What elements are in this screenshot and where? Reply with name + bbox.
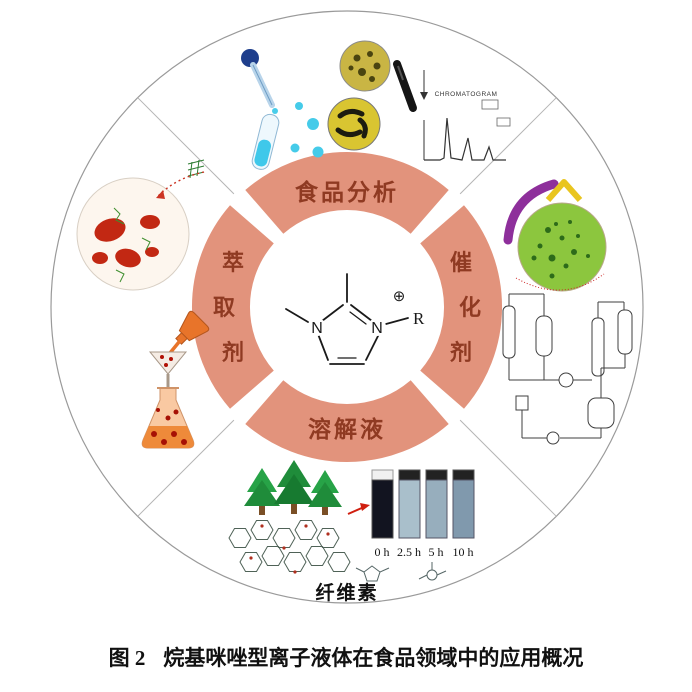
ring-segment-bottom: [245, 379, 449, 463]
chromatogram-title: CHROMATOGRAM: [435, 91, 498, 98]
food-analysis-illustration: CHROMATOGRAM: [241, 40, 511, 170]
yellow-band: [545, 179, 583, 202]
chromatogram-plot: CHROMATOGRAM: [423, 91, 511, 161]
ring-label-catalyst-char3: 剂: [450, 340, 472, 365]
test-tube-icon: [251, 113, 280, 170]
extraction-illustration: [76, 159, 210, 449]
atom-halo-left: [308, 318, 326, 336]
r-substituent-label: R: [413, 309, 425, 328]
catalyst-micrograph: [503, 179, 607, 292]
ring-label-catalyst-char2: 化: [459, 295, 481, 320]
chromatography-column-icon: [393, 60, 428, 112]
red-pointer-arrow: [347, 503, 370, 515]
r-group-bond: [385, 317, 409, 325]
extraction-micrograph: [76, 177, 190, 291]
purple-ribbon: [503, 179, 559, 245]
atom-halo-right: [368, 318, 386, 336]
methyl-bond-left: [285, 308, 309, 323]
erlenmeyer-flask-icon: [141, 387, 195, 449]
positive-charge-symbol: ⊕: [393, 288, 406, 305]
ring-label-solvent: 溶解液: [308, 416, 386, 442]
ring-label-extractant-char2: 取: [213, 295, 235, 320]
cellulose-lattice-dots: [249, 524, 330, 574]
nitrogen-atom-right: N: [371, 320, 383, 337]
cellulose-illustration: 0 h 2.5 h 5 h 10 h 纤维素: [228, 460, 475, 604]
ring-label-catalyst-char1: 催: [450, 250, 472, 275]
ring-label-extractant: 萃 取 剂: [213, 250, 244, 365]
small-molecule-structures: [355, 562, 447, 582]
dropper-icon: [241, 49, 278, 114]
quadrant-dividers: [137, 97, 557, 517]
time-label-0h: 0 h: [375, 545, 390, 559]
nitrogen-atom-left: N: [311, 320, 323, 337]
cellulose-sector-label: 纤维素: [315, 581, 378, 604]
ring-label-catalyst: 催 化 剂: [450, 250, 481, 365]
dashed-transfer-arrow: [156, 171, 205, 199]
micrograph-sample-2: [327, 97, 381, 151]
application-wheel-diagram: 食品分析 溶解液 萃 取 剂 催 化 剂 N N ⊕ R: [50, 10, 644, 604]
inner-ring: [191, 151, 503, 463]
micrograph-sample-1: [339, 40, 391, 92]
imidazolium-structure: [285, 273, 409, 365]
figure-caption: 图 2 烷基咪唑型离子液体在食品领域中的应用概况: [0, 642, 692, 672]
cuvette-time-labels: 0 h 2.5 h 5 h 10 h: [375, 545, 474, 559]
time-label-5h: 5 h: [429, 545, 444, 559]
pine-trees-icon: [244, 460, 342, 515]
ring-segment-left: [191, 205, 275, 409]
cuvette-photos: [371, 469, 475, 539]
ring-segment-top: [245, 151, 449, 235]
catalyst-illustration: [502, 179, 633, 445]
funnel-icon: [148, 351, 188, 388]
time-label-2-5h: 2.5 h: [397, 545, 421, 559]
ring-label-extractant-char1: 萃: [222, 250, 244, 275]
ring-segment-right: [419, 205, 503, 409]
ring-label-food-analysis: 食品分析: [295, 179, 399, 205]
time-label-10h: 10 h: [453, 545, 474, 559]
pouring-bottle-icon: [168, 310, 210, 355]
ring-label-extractant-char3: 剂: [222, 340, 244, 365]
figure-title: 烷基咪唑型离子液体在食品领域中的应用概况: [163, 646, 584, 670]
process-flow-diagram: [502, 293, 633, 445]
figure-number: 图 2: [108, 646, 146, 670]
droplets-icon: [290, 102, 324, 158]
